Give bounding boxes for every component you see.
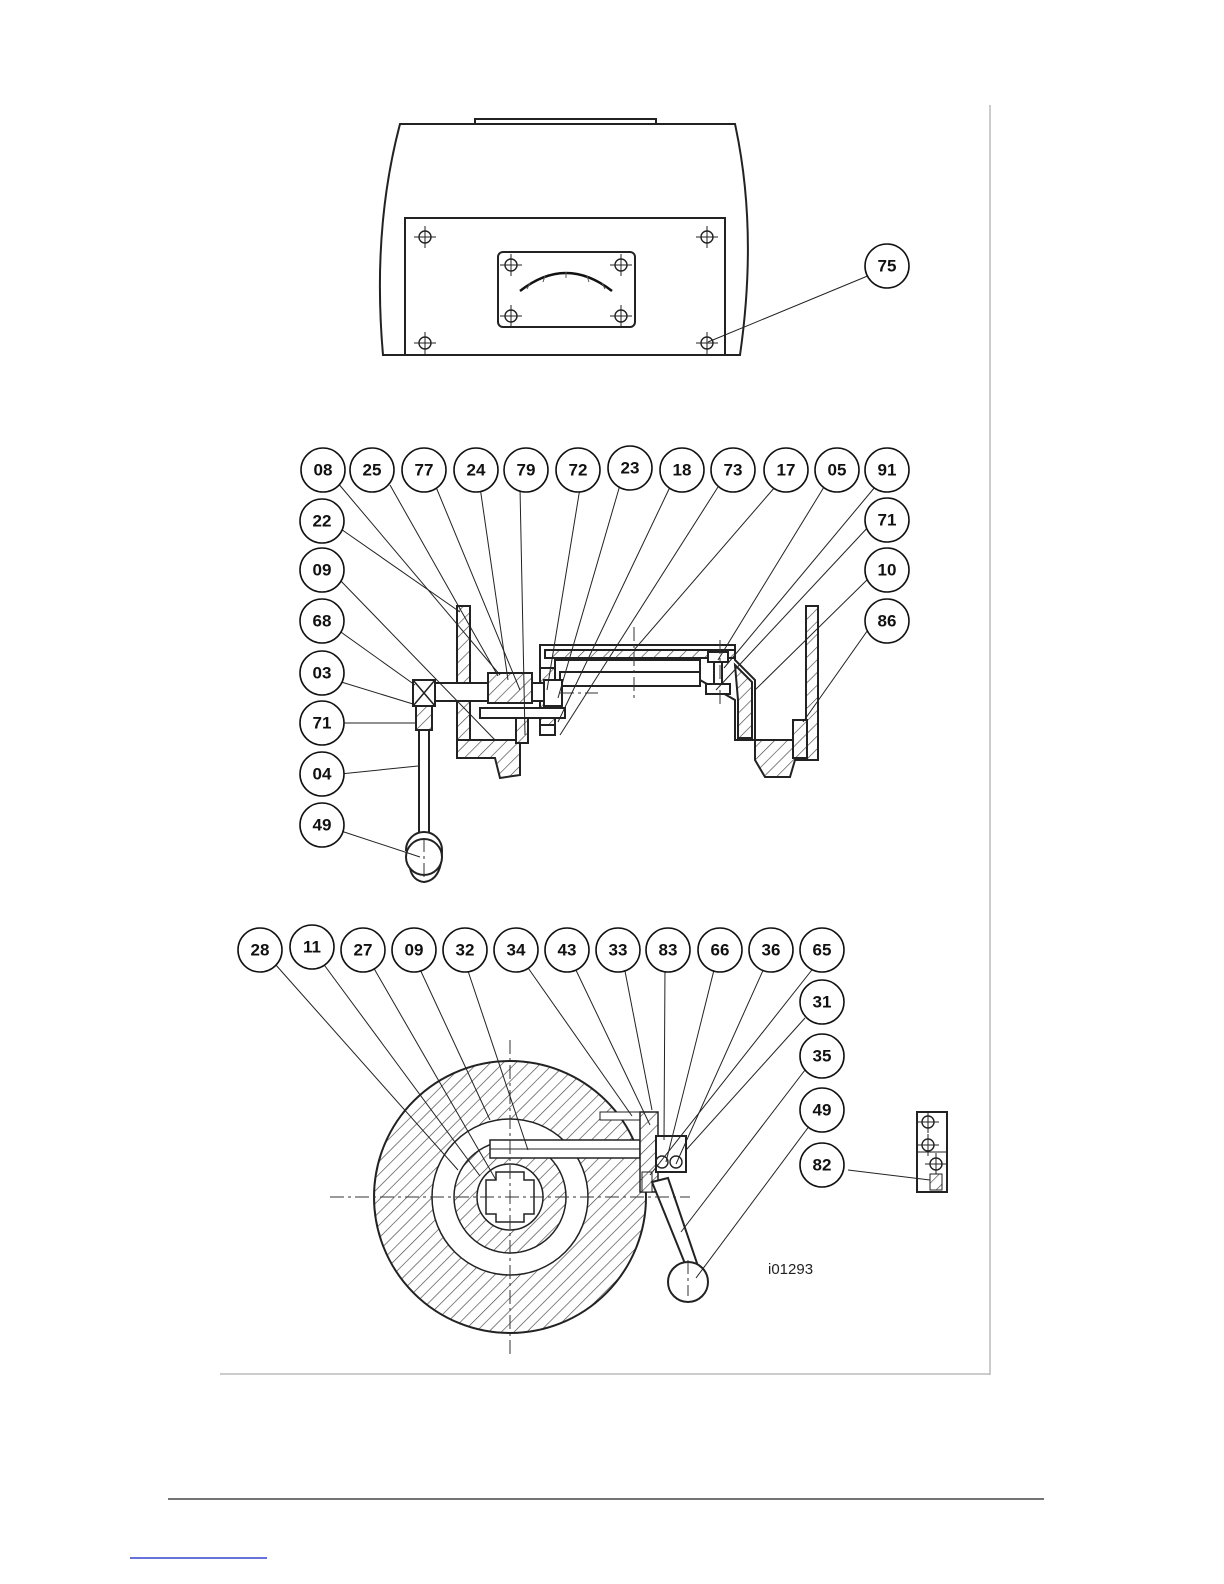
svg-text:66: 66 <box>711 941 730 960</box>
svg-text:22: 22 <box>313 512 332 531</box>
balloon-34: 34 <box>494 928 538 972</box>
balloon-27: 27 <box>341 928 385 972</box>
balloon-10: 10 <box>865 548 909 592</box>
svg-text:35: 35 <box>813 1047 832 1066</box>
svg-text:36: 36 <box>762 941 781 960</box>
svg-text:05: 05 <box>828 461 847 480</box>
svg-text:09: 09 <box>405 941 424 960</box>
balloon-09: 09 <box>300 548 344 592</box>
housing-front-view <box>380 119 748 355</box>
balloon-86: 86 <box>865 599 909 643</box>
balloon-23: 23 <box>608 446 652 490</box>
svg-text:34: 34 <box>507 941 526 960</box>
svg-text:33: 33 <box>609 941 628 960</box>
svg-text:77: 77 <box>415 461 434 480</box>
balloon-22: 22 <box>300 499 344 543</box>
balloon-24: 24 <box>454 448 498 492</box>
svg-text:11: 11 <box>303 938 321 957</box>
balloon-66: 66 <box>698 928 742 972</box>
balloon-77: 77 <box>402 448 446 492</box>
svg-text:23: 23 <box>621 459 640 478</box>
balloon-65: 65 <box>800 928 844 972</box>
svg-text:86: 86 <box>878 612 897 631</box>
balloon-49-bottom: 49 <box>800 1088 844 1132</box>
balloon-36: 36 <box>749 928 793 972</box>
svg-text:32: 32 <box>456 941 475 960</box>
balloon-03: 03 <box>300 651 344 695</box>
svg-text:75: 75 <box>878 257 897 276</box>
balloon-68: 68 <box>300 599 344 643</box>
balloon-17: 17 <box>764 448 808 492</box>
balloon-79: 79 <box>504 448 548 492</box>
balloon-09-bottom: 09 <box>392 928 436 972</box>
svg-text:49: 49 <box>813 1101 832 1120</box>
svg-text:73: 73 <box>724 461 743 480</box>
detail-82-view <box>917 1111 947 1192</box>
svg-text:27: 27 <box>354 941 373 960</box>
svg-text:28: 28 <box>251 941 270 960</box>
balloon-05: 05 <box>815 448 859 492</box>
balloon-31: 31 <box>800 980 844 1024</box>
svg-text:25: 25 <box>363 461 382 480</box>
balloon-91: 91 <box>865 448 909 492</box>
figure-id: i01293 <box>768 1261 813 1278</box>
balloon-35: 35 <box>800 1034 844 1078</box>
balloon-82: 82 <box>800 1143 844 1187</box>
balloon-08: 08 <box>301 448 345 492</box>
svg-text:82: 82 <box>813 1156 832 1175</box>
svg-text:17: 17 <box>777 461 796 480</box>
balloon-33: 33 <box>596 928 640 972</box>
svg-text:65: 65 <box>813 941 832 960</box>
balloon-49-middle: 49 <box>300 803 344 847</box>
balloon-71-right: 71 <box>865 498 909 542</box>
svg-text:03: 03 <box>313 664 332 683</box>
balloon-72: 72 <box>556 448 600 492</box>
svg-text:83: 83 <box>659 941 678 960</box>
svg-text:24: 24 <box>467 461 486 480</box>
balloon-28: 28 <box>238 928 282 972</box>
balloon-83: 83 <box>646 928 690 972</box>
svg-text:10: 10 <box>878 561 897 580</box>
svg-text:18: 18 <box>673 461 692 480</box>
svg-text:31: 31 <box>813 993 832 1012</box>
svg-text:71: 71 <box>878 511 897 530</box>
wheel-section-view <box>330 1040 947 1355</box>
svg-text:49: 49 <box>313 816 332 835</box>
svg-text:91: 91 <box>878 461 897 480</box>
balloon-04: 04 <box>300 752 344 796</box>
svg-text:43: 43 <box>558 941 577 960</box>
balloon-18: 18 <box>660 448 704 492</box>
balloon-32: 32 <box>443 928 487 972</box>
svg-text:08: 08 <box>314 461 333 480</box>
svg-text:79: 79 <box>517 461 536 480</box>
svg-text:09: 09 <box>313 561 332 580</box>
balloon-25: 25 <box>350 448 394 492</box>
svg-text:72: 72 <box>569 461 588 480</box>
svg-text:04: 04 <box>313 765 332 784</box>
balloon-43: 43 <box>545 928 589 972</box>
svg-text:71: 71 <box>313 714 332 733</box>
balloon-71-left: 71 <box>300 701 344 745</box>
balloon-11: 11 <box>290 925 334 969</box>
balloon-73: 73 <box>711 448 755 492</box>
balloon-75: 75 <box>865 244 909 288</box>
svg-text:68: 68 <box>313 612 332 631</box>
